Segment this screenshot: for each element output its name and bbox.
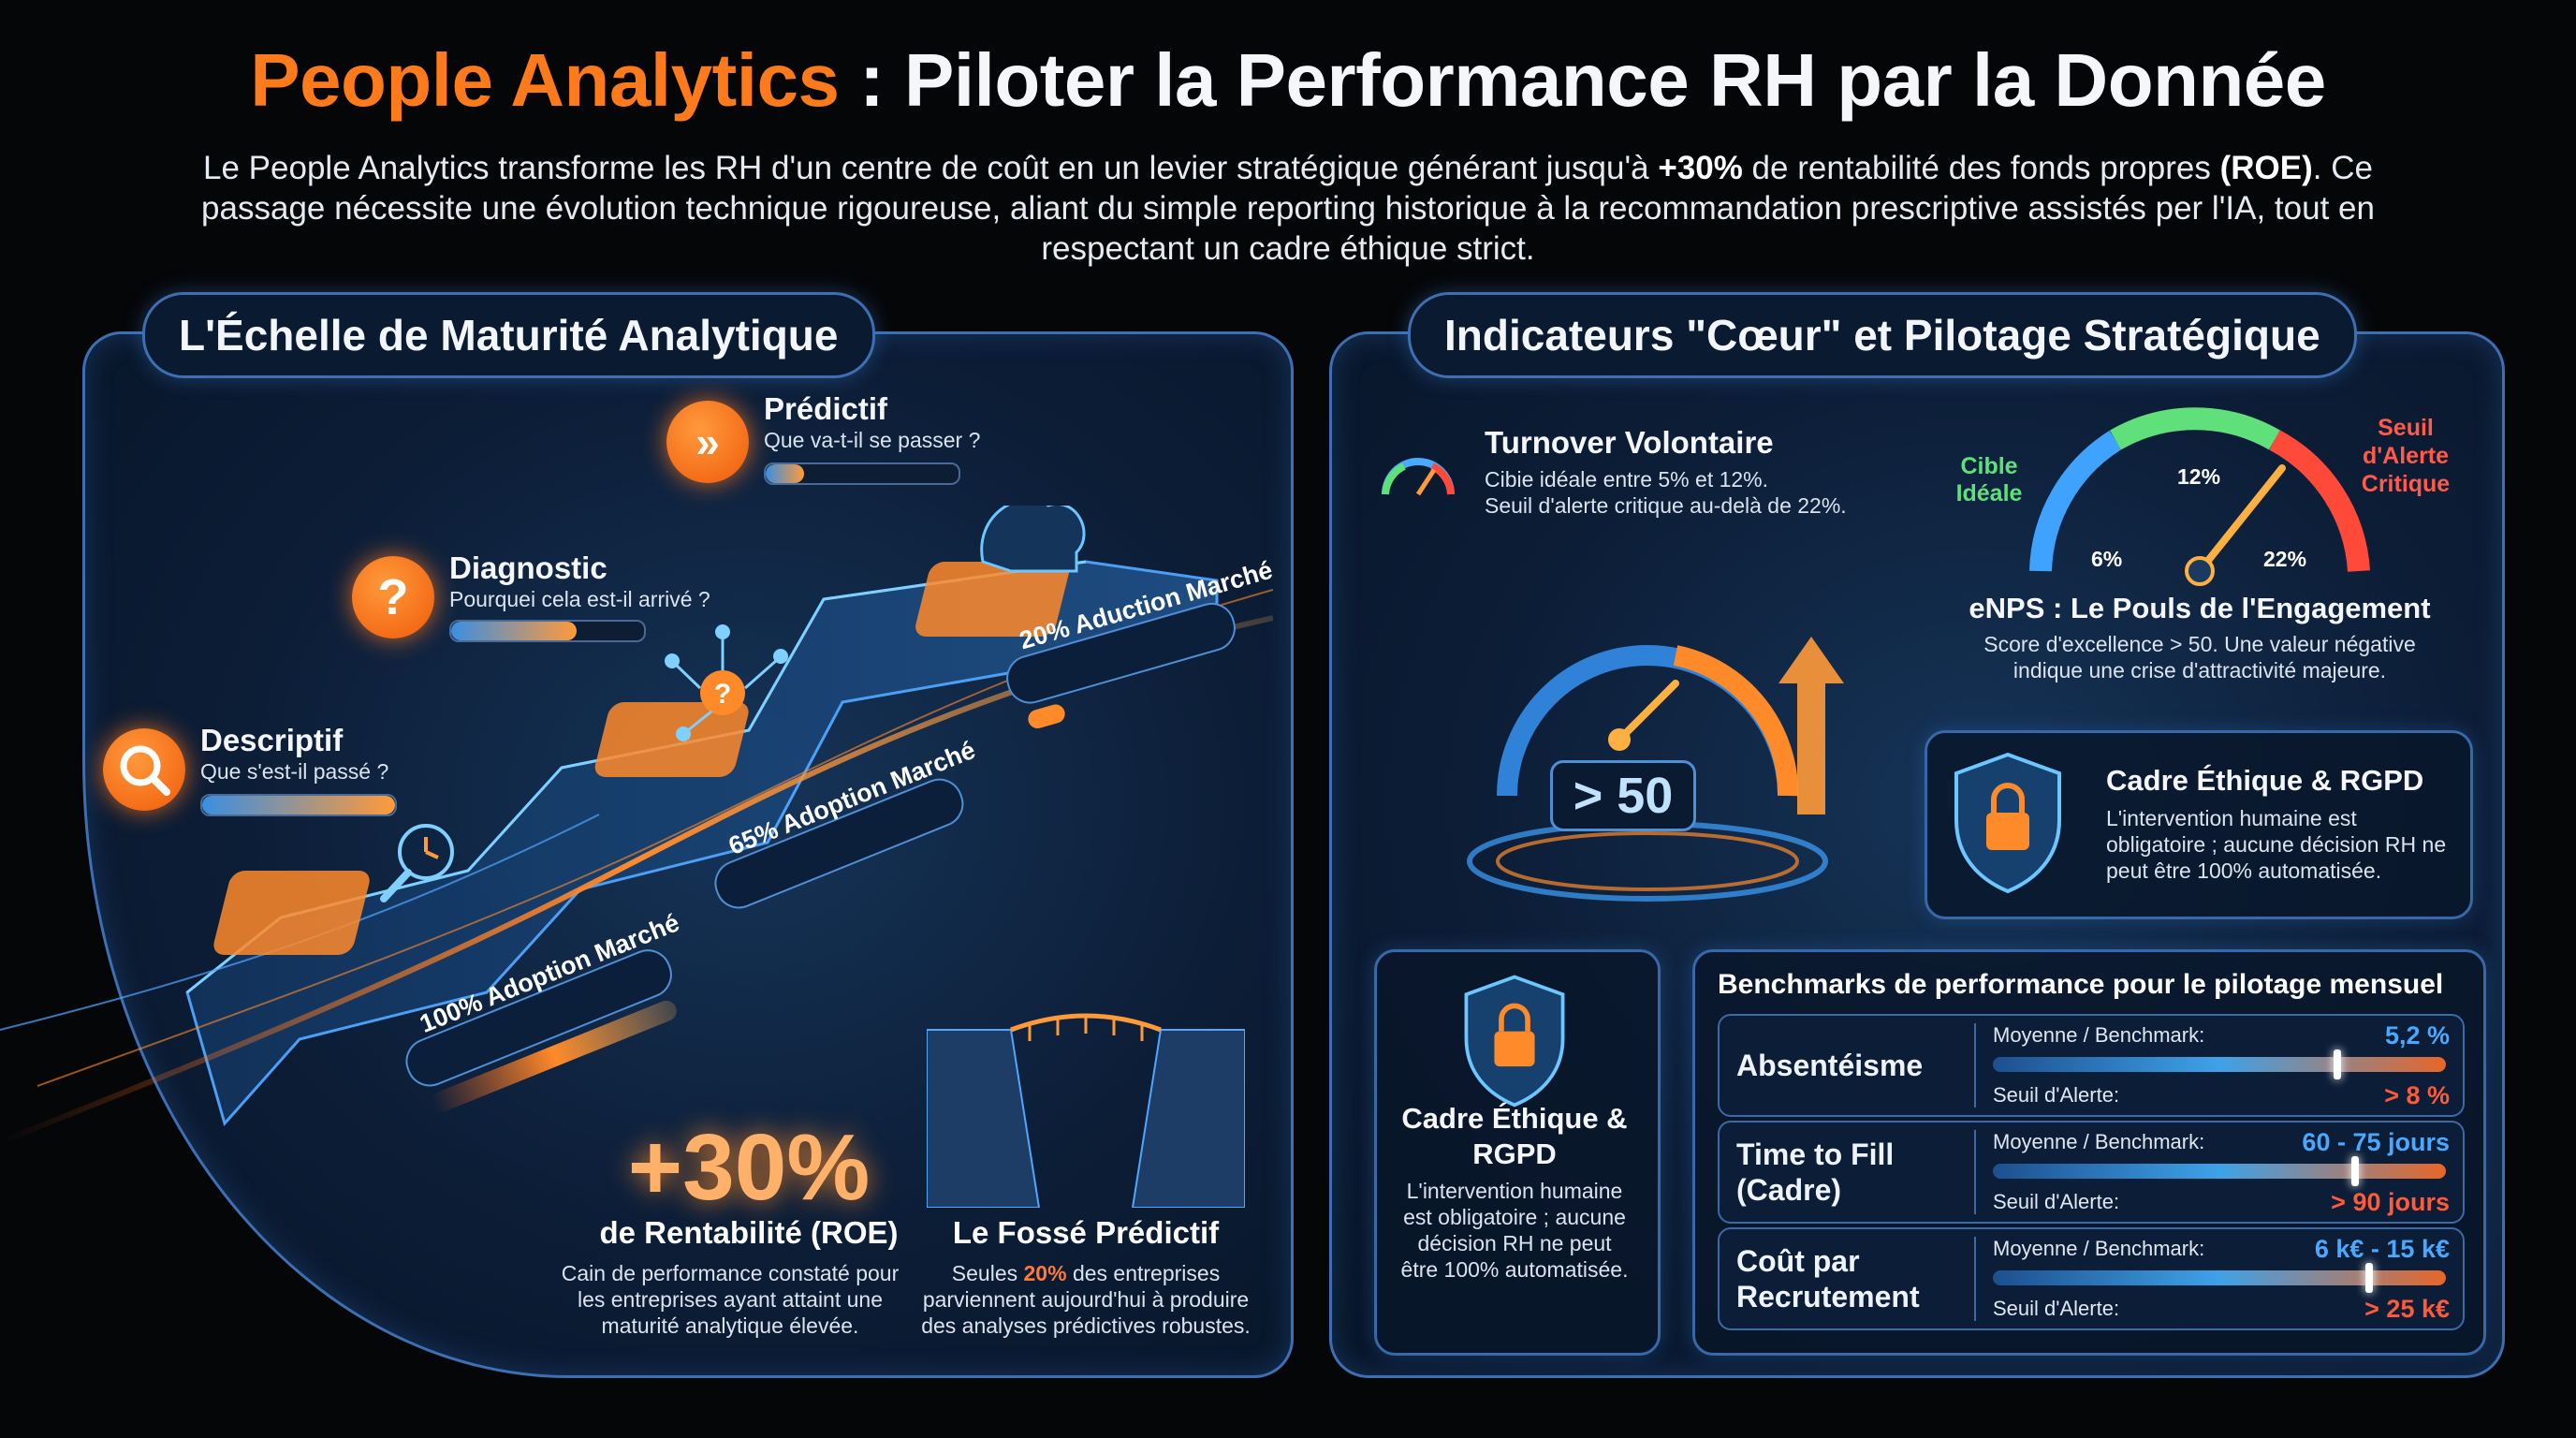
svg-text:?: ? (714, 679, 731, 710)
progress-fill (451, 622, 577, 640)
page-title: People Analytics : Piloter la Performanc… (0, 37, 2576, 124)
enps-title: eNPS : Le Pouls de l'Engagement (1969, 592, 2431, 624)
benchmark-avg-label: Moyenne / Benchmark: (1993, 1023, 2205, 1047)
benchmark-marker (2351, 1156, 2360, 1186)
shield-lock-icon (1954, 752, 2061, 894)
benchmark-bar (1993, 1263, 2446, 1293)
ethics-top-text: L'intervention humaine est obligatoire ;… (2106, 806, 2447, 883)
data-stream (0, 615, 1273, 1145)
benchmark-alert-value: > 90 jours (2331, 1188, 2450, 1216)
turnover-gauge (2029, 407, 2370, 586)
benchmark-row-cost-per-hire: Coût par Recrutement Moyenne / Benchmark… (1718, 1227, 2465, 1330)
benchmark-alert-label: Seuil d'Alerte: (1993, 1190, 2120, 1213)
gap-text: Seules 20% des entreprises parviennent a… (921, 1261, 1251, 1338)
enps-dial (1467, 637, 1844, 902)
level-diagnostic-label: Diagnostic (449, 550, 607, 585)
step-label-100 (405, 949, 677, 1112)
level-descriptive-progress (200, 794, 397, 816)
gauge-target-label: Cible Idéale (1955, 453, 2023, 506)
level-predictive-question: Que va-t-il se passer ? (764, 428, 981, 452)
title-rest: : Piloter la Performance RH par la Donné… (839, 38, 2326, 122)
benchmarks-title: Benchmarks de performance pour le pilota… (1718, 969, 2444, 1000)
roe-value: +30% (627, 1115, 871, 1220)
level-diagnostic-question: Pourquei cela est-il arrivé ? (449, 587, 710, 611)
benchmark-row-absenteeism: Absentéisme Moyenne / Benchmark: 5,2 % S… (1718, 1014, 2465, 1117)
magnifier-handle (380, 869, 412, 902)
ethics-top-title: Cadre Éthique & RGPD (2106, 764, 2424, 797)
roe-text: Cain de performance constaté pour les en… (561, 1261, 900, 1338)
benchmark-separator (1974, 1237, 1976, 1321)
benchmark-bar (1993, 1156, 2446, 1186)
search-icon (103, 728, 185, 811)
benchmark-alert-label: Seuil d'Alerte: (1993, 1297, 2120, 1320)
benchmark-alert-label: Seuil d'Alerte: (1993, 1083, 2120, 1107)
enps-text: Score d'excellence > 50. Une valeur néga… (1983, 632, 2416, 682)
benchmark-name: Coût par Recrutement (1736, 1244, 1920, 1313)
network-icon (700, 670, 745, 715)
gauge-tick-low: 6% (2091, 547, 2123, 571)
block-descriptive (213, 871, 370, 955)
indicators-panel-title: Indicateurs "Cœur" et Pilotage Stratégiq… (1408, 292, 2357, 378)
roe-label: de Rentabilité (ROE) (599, 1215, 899, 1250)
benchmark-alert-value: > 25 k€ (2364, 1295, 2450, 1323)
benchmark-bar (1993, 1049, 2446, 1079)
gauge-alert-label: Seuil d'Alerte Critique (2361, 415, 2451, 497)
maturity-panel-title: L'Échelle de Maturité Analytique (142, 292, 875, 378)
benchmark-separator (1974, 1130, 1976, 1214)
title-accent: People Analytics (250, 38, 840, 122)
ethics-small-text: L'intervention humaine est obligatoire ;… (1400, 1179, 1629, 1282)
gauge-icon (1382, 458, 1455, 496)
shield-lock-icon (1464, 975, 1565, 1108)
bridge-icon (927, 1013, 1245, 1208)
gap-title: Le Fossé Prédictif (952, 1215, 1220, 1250)
benchmark-name: Absentéisme (1736, 1049, 1924, 1082)
benchmark-name: Time to Fill (Cadre) (1736, 1137, 1895, 1207)
benchmark-avg-value: 5,2 % (2384, 1021, 2450, 1049)
benchmark-alert-value: > 8 % (2384, 1081, 2450, 1109)
ethics-small-title: Cadre Éthique & RGPD (1401, 1102, 1628, 1170)
turnover-title: Turnover Volontaire (1485, 425, 1774, 460)
arrow-up-icon (1778, 637, 1844, 814)
fast-forward-icon: » (666, 401, 749, 483)
level-descriptive-question: Que s'est-il passé ? (200, 759, 389, 784)
step-label-65 (714, 778, 964, 909)
gauge-tick-high: 22% (2263, 547, 2307, 571)
benchmark-marker (2364, 1263, 2373, 1293)
turnover-line1: Cibie idéale entre 5% et 12%. (1485, 467, 1769, 492)
level-predictive-label: Prédictif (764, 391, 888, 426)
level-diagnostic-progress (449, 620, 646, 642)
gauge-tick-mid: 12% (2177, 464, 2221, 489)
level-predictive-progress (764, 462, 960, 485)
step-label-20 (1006, 602, 1236, 729)
question-icon: ? (352, 556, 434, 638)
block-diagnostic (594, 702, 749, 777)
maturity-staircase: ? (0, 506, 1273, 1145)
benchmark-row-time-to-fill: Time to Fill (Cadre) Moyenne / Benchmark… (1718, 1121, 2465, 1224)
block-predictive (915, 562, 1069, 637)
benchmark-avg-value: 6 k€ - 15 k€ (2314, 1235, 2450, 1263)
enps-display: > 50 (1550, 760, 1696, 831)
brain-head-icon (980, 506, 1086, 573)
intro-paragraph: Le People Analytics transforme les RH d'… (201, 150, 2375, 267)
benchmark-avg-label: Moyenne / Benchmark: (1993, 1237, 2205, 1260)
benchmark-avg-value: 60 - 75 jours (2302, 1128, 2450, 1156)
benchmarks-card: Benchmarks de performance pour le pilota… (1692, 949, 2486, 1356)
benchmark-avg-label: Moyenne / Benchmark: (1993, 1130, 2205, 1153)
turnover-line2: Seuil d'alerte critique au-delà de 22%. (1485, 493, 1847, 518)
level-descriptive-label: Descriptif (200, 723, 344, 757)
benchmark-separator (1974, 1023, 1976, 1108)
progress-fill (202, 796, 395, 814)
progress-fill (766, 464, 805, 483)
benchmark-marker (2333, 1049, 2341, 1079)
